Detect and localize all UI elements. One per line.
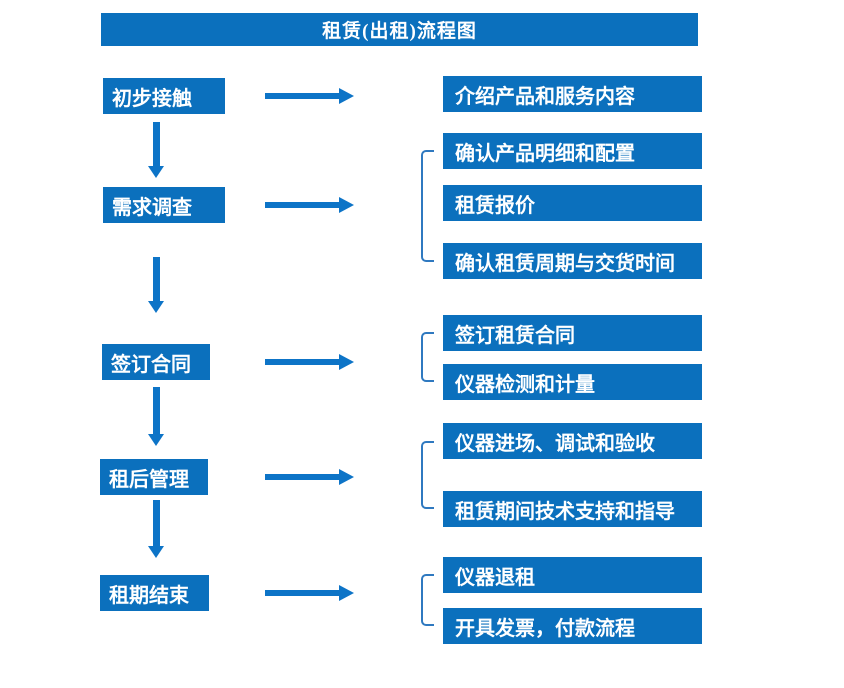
step-box-initial-contact: 初步接触 — [103, 78, 225, 114]
step-box-demand-survey: 需求调查 — [103, 187, 225, 223]
arrow-down-icon — [148, 500, 164, 558]
arrow-right-icon — [265, 197, 354, 213]
page-title: 租赁(出租)流程图 — [101, 13, 698, 46]
output-box-instrument-return: 仪器退租 — [443, 557, 702, 593]
group-bracket — [421, 150, 434, 262]
arrow-down-icon — [148, 387, 164, 446]
step-box-rental-end: 租期结束 — [100, 575, 209, 611]
output-box-confirm-details: 确认产品明细和配置 — [443, 133, 702, 169]
group-bracket — [421, 332, 434, 382]
output-box-confirm-period: 确认租赁周期与交货时间 — [443, 243, 702, 279]
step-box-sign-contract: 签订合同 — [102, 344, 210, 380]
output-box-rental-quote: 租赁报价 — [443, 185, 702, 221]
output-box-sign-rental-contract: 签订租赁合同 — [443, 315, 702, 351]
arrow-down-icon — [148, 257, 164, 313]
output-box-tech-support: 租赁期间技术支持和指导 — [443, 491, 702, 527]
output-box-invoice-payment: 开具发票，付款流程 — [443, 608, 702, 644]
output-box-introduce-products: 介绍产品和服务内容 — [443, 76, 702, 112]
step-box-post-rental-mgmt: 租后管理 — [100, 459, 208, 495]
output-box-instrument-setup: 仪器进场、调试和验收 — [443, 423, 702, 459]
arrow-right-icon — [265, 354, 354, 370]
arrow-right-icon — [265, 88, 354, 104]
group-bracket — [421, 441, 434, 509]
group-bracket — [421, 574, 434, 626]
arrow-right-icon — [265, 585, 354, 601]
output-box-instrument-testing: 仪器检测和计量 — [443, 364, 702, 400]
arrow-right-icon — [265, 469, 354, 485]
arrow-down-icon — [148, 122, 164, 178]
